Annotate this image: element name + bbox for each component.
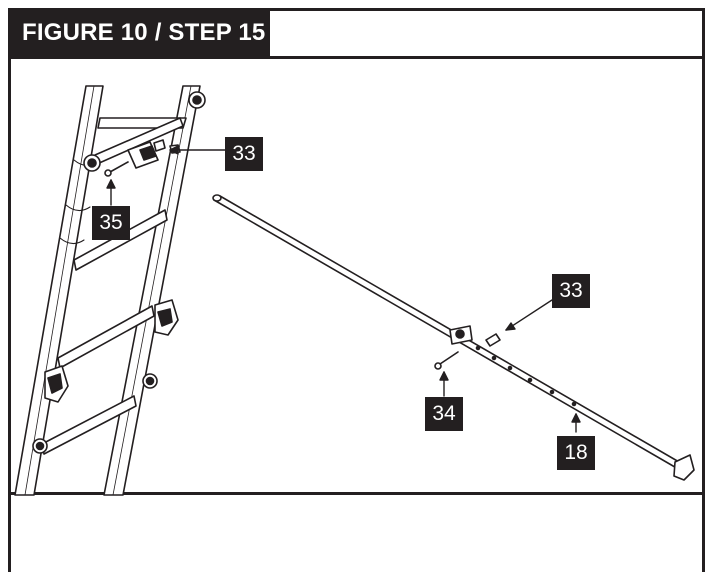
- figure-title: FIGURE 10 / STEP 15: [8, 8, 270, 58]
- callout-34: 34: [425, 397, 463, 431]
- title-divider: [8, 56, 705, 59]
- ladder-clamps: [44, 299, 179, 403]
- ladder-rungs: [41, 117, 187, 455]
- ladder-knobs: [32, 91, 206, 454]
- pin-hardware: [434, 333, 501, 370]
- callout-35: 35: [92, 206, 130, 240]
- callout-18: 18: [557, 436, 595, 470]
- callout-33-upper: 33: [225, 137, 263, 171]
- bottom-divider: [8, 492, 705, 495]
- ladder-left-rail: [14, 85, 104, 496]
- callout-33-lower: 33: [552, 274, 590, 308]
- leader-lines: [106, 145, 581, 433]
- tube-part-18: [212, 194, 695, 481]
